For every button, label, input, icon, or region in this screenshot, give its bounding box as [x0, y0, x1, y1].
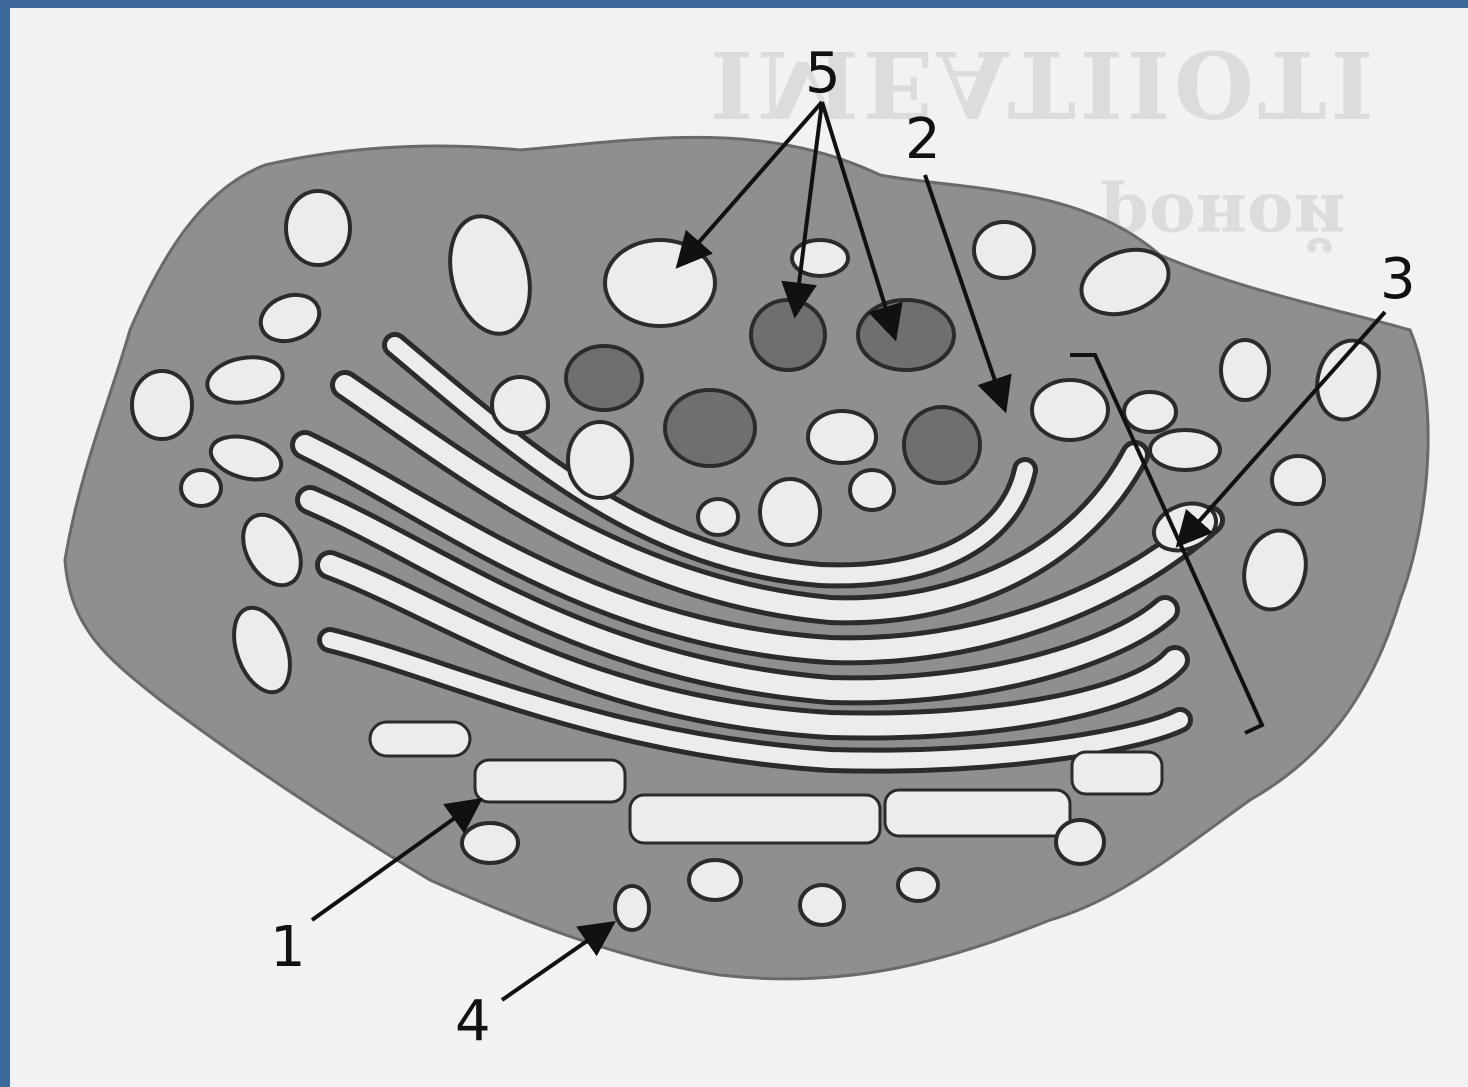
label-2: 2 [905, 107, 941, 172]
label-5: 5 [805, 41, 841, 106]
label-4: 4 [455, 989, 491, 1054]
label-1: 1 [270, 915, 306, 980]
label-3: 3 [1380, 247, 1416, 312]
